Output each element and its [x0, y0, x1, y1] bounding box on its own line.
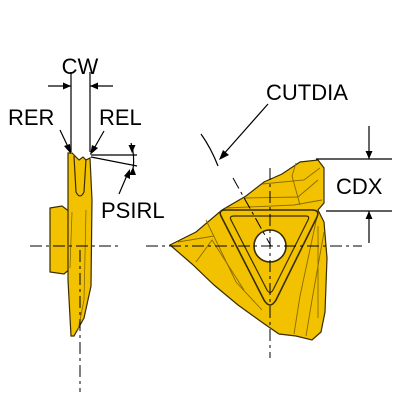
top-view-tooth-stripe-4: [291, 162, 301, 206]
top-view-tooth-stripe-2: [261, 167, 321, 185]
psirl-leader-arrow: [124, 169, 130, 179]
psirl-arrow-bottom: [129, 167, 136, 175]
cutdia-leader-arrow: [219, 150, 229, 160]
top-view-left-stripe-3: [205, 219, 263, 311]
cw-label: CW: [62, 54, 99, 79]
cutdia-radial-line: [232, 177, 272, 247]
rel-label: REL: [99, 105, 142, 130]
top-view-left-stripe-1: [177, 235, 215, 243]
cw-arrow-left: [63, 82, 71, 90]
side-view-groove: [73, 155, 87, 197]
cdx-arrow-upper: [365, 151, 373, 159]
cdx-label: CDX: [336, 174, 383, 199]
rer-arrow: [64, 144, 71, 154]
psirl-edge-line: [90, 156, 138, 167]
top-view-right-stripe-2: [305, 231, 325, 337]
psirl-arrow-top: [128, 145, 136, 153]
side-view: CW RER REL PSIRL: [8, 54, 165, 392]
cutdia-label: CUTDIA: [266, 80, 348, 105]
cw-arrow-right: [90, 82, 98, 90]
top-view-left-stripe-2: [195, 239, 245, 291]
top-view-right-stripe-1: [293, 211, 319, 335]
rer-label: RER: [8, 105, 54, 130]
rel-arrow: [90, 145, 98, 155]
side-view-insert-body: [67, 152, 93, 337]
cutdia-leader: [221, 103, 269, 157]
psirl-label: PSIRL: [101, 198, 165, 223]
cutdia-arc: [200, 133, 219, 167]
side-view-face-line-2: [69, 211, 73, 269]
cdx-arrow-lower: [365, 211, 373, 219]
top-view: CDX CUTDIA: [146, 80, 392, 358]
